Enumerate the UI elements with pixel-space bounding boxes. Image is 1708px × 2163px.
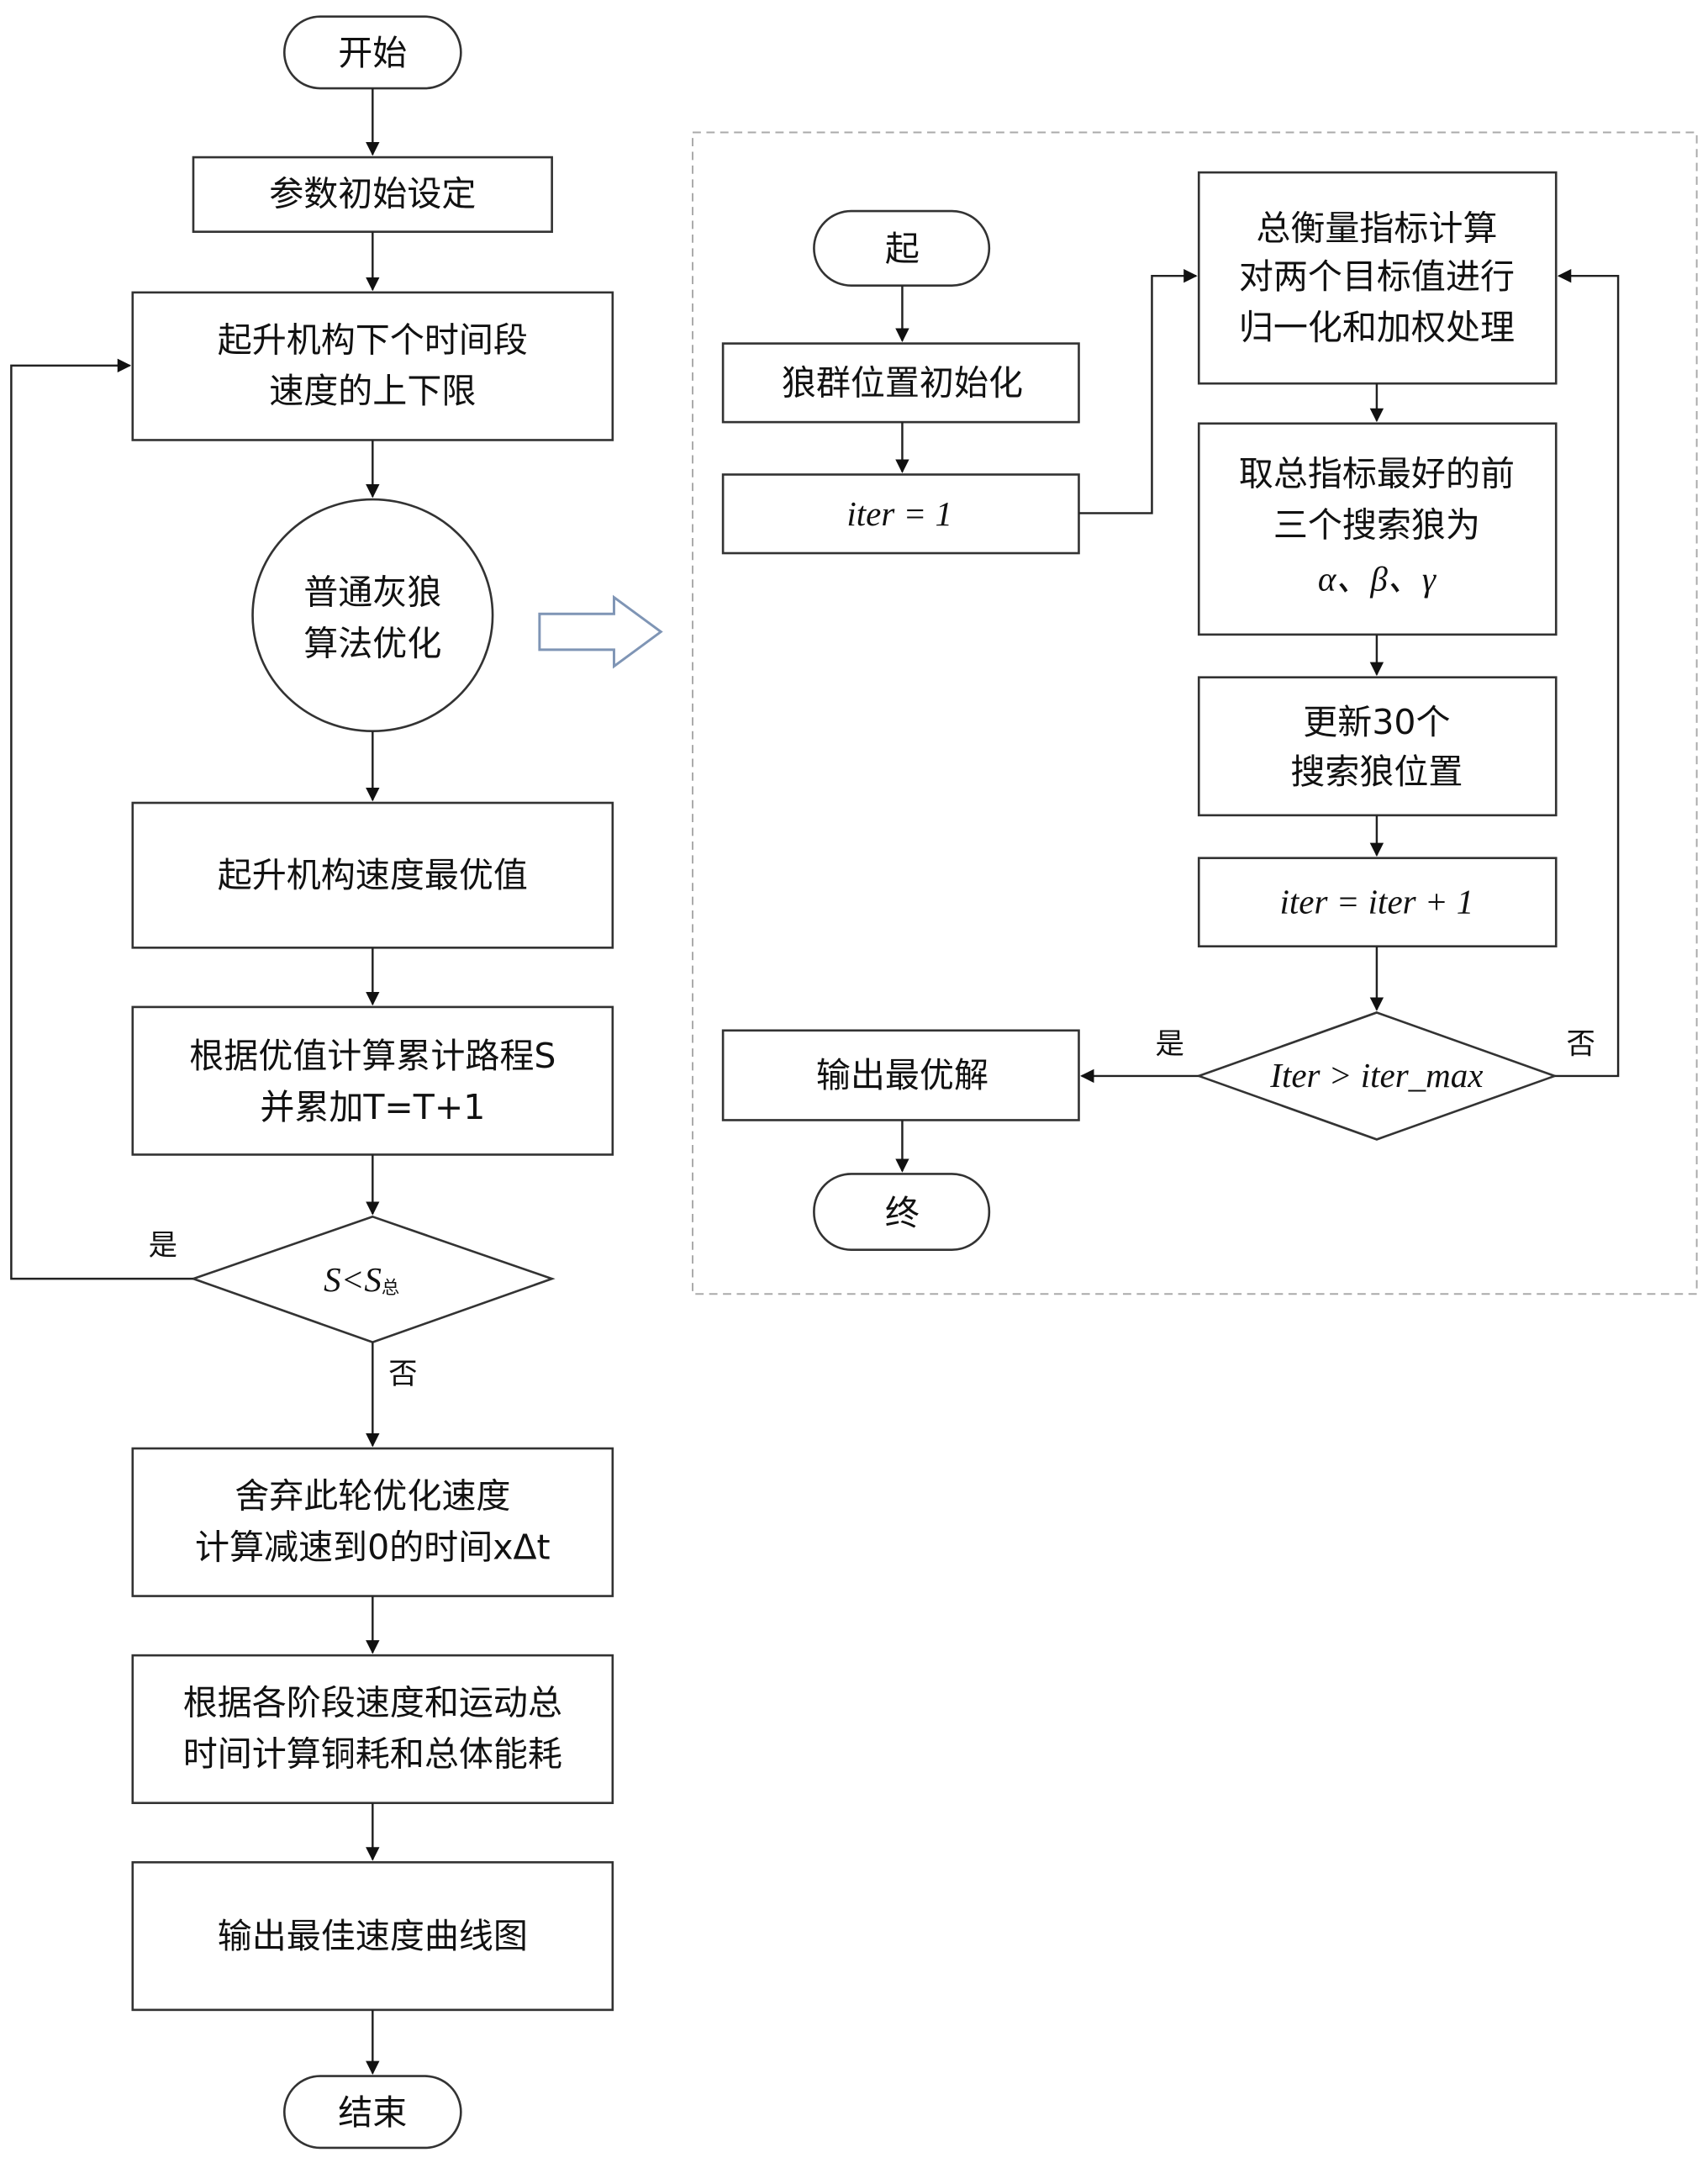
right-end-label: 终 xyxy=(885,1193,920,1233)
left-end-node: 结束 xyxy=(282,2075,462,2150)
right-yes-label: 是 xyxy=(1156,1028,1184,1062)
speed-limits-box: 起升机构下个时间段 速度的上下限 xyxy=(131,291,614,441)
select-top-box: 取总指标最好的前 三个搜索狼为 α、β、γ xyxy=(1197,422,1558,636)
no-loop-connector xyxy=(1554,268,1620,1078)
left-yes-label: 是 xyxy=(149,1229,177,1263)
accumulate-line-2: 并累加T=T+1 xyxy=(260,1087,485,1127)
wolf-init-label: 狼群位置初始化 xyxy=(782,362,1023,403)
left-start-label: 开始 xyxy=(338,33,407,73)
iter-init-label: iter = 1 xyxy=(846,494,952,533)
right-start-node: 起 xyxy=(813,209,991,287)
select-top-line-3: α、β、γ xyxy=(1318,559,1437,598)
iter-init-box: iter = 1 xyxy=(721,473,1080,555)
optimal-speed-box: 起升机构速度最优值 xyxy=(131,801,614,949)
update-box: 更新30个 搜索狼位置 xyxy=(1197,676,1558,817)
yes-loop-connector xyxy=(10,358,193,1280)
update-line-2: 搜索狼位置 xyxy=(1290,752,1463,792)
detail-panel-border xyxy=(692,131,1698,1295)
distance-decision-label: S<S总 xyxy=(324,1260,399,1299)
energy-box: 根据各阶段速度和运动总 时间计算铜耗和总体能耗 xyxy=(131,1654,614,1805)
metric-calc-line-2: 对两个目标值进行 xyxy=(1239,256,1515,297)
right-start-label: 起 xyxy=(885,229,920,269)
arrow-connector xyxy=(1078,268,1198,514)
output-curve-box: 输出最佳速度曲线图 xyxy=(131,1860,614,2012)
gwo-line-2: 算法优化 xyxy=(303,623,441,663)
metric-calc-box: 总衡量指标计算 对两个目标值进行 归一化和加权处理 xyxy=(1197,171,1558,385)
gwo-circle: 普通灰狼 算法优化 xyxy=(251,498,494,733)
expand-arrow-icon xyxy=(538,594,663,669)
distance-decision: S<S总 xyxy=(190,1215,556,1344)
energy-line-2: 时间计算铜耗和总体能耗 xyxy=(183,1733,562,1774)
gwo-line-1: 普通灰狼 xyxy=(303,572,441,613)
iter-inc-label: iter = iter + 1 xyxy=(1280,882,1474,921)
param-init-label: 参数初始设定 xyxy=(269,174,476,214)
iter-decision: Iter > iter_max xyxy=(1195,1011,1558,1141)
param-init-box: 参数初始设定 xyxy=(192,156,553,233)
energy-line-1: 根据各阶段速度和运动总 xyxy=(183,1683,562,1723)
wolf-init-box: 狼群位置初始化 xyxy=(721,342,1080,424)
select-top-line-1: 取总指标最好的前 xyxy=(1239,454,1515,494)
output-best-box: 输出最优解 xyxy=(721,1029,1080,1121)
discard-line-2: 计算减速到0的时间xΔt xyxy=(195,1527,551,1567)
iter-inc-box: iter = iter + 1 xyxy=(1197,857,1558,948)
discard-line-1: 舍弃此轮优化速度 xyxy=(235,1476,510,1517)
speed-limits-line-1: 起升机构下个时间段 xyxy=(218,319,528,360)
select-top-line-2: 三个搜索狼为 xyxy=(1273,504,1480,545)
discard-box: 舍弃此轮优化速度 计算减速到0的时间xΔt xyxy=(131,1447,614,1597)
optimal-speed-label: 起升机构速度最优值 xyxy=(218,855,528,895)
accumulate-box: 根据优值计算累计路程S 并累加T=T+1 xyxy=(131,1005,614,1156)
left-no-label: 否 xyxy=(388,1358,417,1391)
right-no-label: 否 xyxy=(1567,1028,1595,1062)
output-curve-label: 输出最佳速度曲线图 xyxy=(218,1916,528,1956)
update-line-1: 更新30个 xyxy=(1303,702,1450,742)
output-best-label: 输出最优解 xyxy=(816,1055,988,1095)
left-start-node: 开始 xyxy=(282,15,462,90)
iter-decision-label: Iter > iter_max xyxy=(1269,1056,1483,1095)
right-end-node: 终 xyxy=(813,1173,991,1252)
left-end-label: 结束 xyxy=(338,2092,407,2133)
speed-limits-line-2: 速度的上下限 xyxy=(269,371,476,411)
metric-calc-line-3: 归一化和加权处理 xyxy=(1239,308,1515,348)
metric-calc-line-1: 总衡量指标计算 xyxy=(1256,208,1497,249)
accumulate-line-1: 根据优值计算累计路程S xyxy=(189,1036,556,1076)
